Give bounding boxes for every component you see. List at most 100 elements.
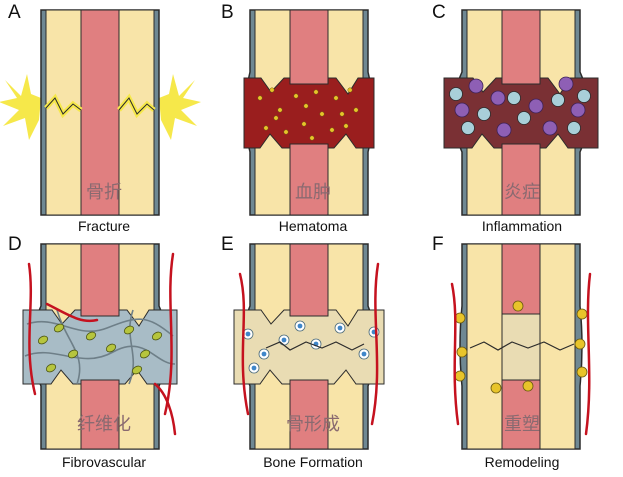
inflammation-neutrophil xyxy=(507,91,521,105)
hematoma-granule xyxy=(339,111,345,117)
remodeling-osteoclast xyxy=(456,346,468,358)
inflammation-macrophage xyxy=(496,122,512,138)
inflammation-neutrophil xyxy=(551,93,565,107)
fibrovascular-fibroblast xyxy=(139,349,151,359)
caption-inflammation: Inflammation xyxy=(481,218,563,234)
inflammation-neutrophil xyxy=(517,111,531,125)
hematoma-granule xyxy=(263,125,269,131)
bone-formation-nucleus xyxy=(361,351,367,357)
fibrovascular-fiber xyxy=(128,309,135,385)
inflammation-neutrophil xyxy=(577,89,591,103)
inflammation-macrophage xyxy=(490,90,506,106)
hematoma-granule xyxy=(283,129,289,135)
hematoma-granule xyxy=(333,95,339,101)
hematoma-granule xyxy=(257,95,263,101)
panel-letter-e: E xyxy=(221,234,234,255)
bone-formation-blood-vessel xyxy=(370,262,380,426)
inflammation-macrophage xyxy=(528,98,544,114)
caption-fibrovascular: Fibrovascular xyxy=(61,454,147,470)
inflammation-macrophage xyxy=(570,102,586,118)
bone-formation-nucleus xyxy=(337,325,343,331)
fibrovascular-blood-vessel xyxy=(27,262,37,396)
chinese-label-inflammation: 炎症 xyxy=(504,182,540,203)
hematoma-granule xyxy=(301,121,307,127)
panel-letter-b: B xyxy=(221,2,234,23)
fibrovascular-fibroblast xyxy=(53,323,65,333)
fracture-flash-right xyxy=(159,74,201,140)
hematoma-gap xyxy=(243,77,375,149)
caption-fracture: Fracture xyxy=(77,218,131,234)
panel-remodeling xyxy=(450,243,592,450)
caption-hematoma: Hematoma xyxy=(278,218,348,234)
hematoma-granule xyxy=(277,107,283,113)
inflammation-macrophage xyxy=(558,76,574,92)
panel-letter-c: C xyxy=(432,2,446,23)
hematoma-granule xyxy=(269,87,275,93)
fracture-flash-left xyxy=(0,74,41,140)
remodeling-blood-vessel xyxy=(450,282,460,426)
remodeling-osteoclast xyxy=(576,308,588,320)
chinese-label-bone-formation: 骨形成 xyxy=(286,414,340,435)
remodeling-osteoclast xyxy=(574,338,586,350)
fibrovascular-fiber xyxy=(26,318,174,337)
hematoma-granule xyxy=(353,107,359,113)
remodeling-osteoclast xyxy=(490,382,502,394)
remodeling-osteoclast xyxy=(512,300,524,312)
remodeling-osteoclast xyxy=(454,370,466,382)
inflammation-neutrophil xyxy=(461,121,475,135)
inflammation-neutrophil xyxy=(477,107,491,121)
chinese-label-remodeling: 重塑 xyxy=(504,414,540,435)
remodeling-line xyxy=(469,341,575,351)
fibrovascular-fibroblast xyxy=(85,331,97,341)
hematoma-granule xyxy=(329,127,335,133)
fracture-marrow xyxy=(80,9,120,216)
fibrovascular-fibroblast xyxy=(131,365,143,375)
hematoma-granule xyxy=(319,111,325,117)
hematoma-granule xyxy=(343,123,349,129)
inflammation-macrophage xyxy=(542,120,558,136)
caption-bone-formation: Bone Formation xyxy=(263,454,363,470)
hematoma-granule xyxy=(293,93,299,99)
inflammation-macrophage xyxy=(454,102,470,118)
bone-formation-gap xyxy=(233,309,385,385)
fibrovascular-fibroblast xyxy=(67,349,79,359)
fibrovascular-fibroblast xyxy=(123,325,135,335)
chinese-label-hematoma: 血肿 xyxy=(295,182,331,203)
bone-formation-nucleus xyxy=(281,337,287,343)
fibrovascular-blood-vessel xyxy=(153,382,177,436)
hematoma-granule xyxy=(273,115,279,121)
fracture-crack-left-edge xyxy=(45,97,82,115)
inflammation-neutrophil xyxy=(449,87,463,101)
bone-formation-nucleus xyxy=(251,365,257,371)
panel-fibrovascular xyxy=(22,243,178,450)
bone-formation-nucleus xyxy=(261,351,267,357)
hematoma-granule xyxy=(347,87,353,93)
panel-bone-formation xyxy=(233,243,385,450)
inflammation-neutrophil xyxy=(567,121,581,135)
fibrovascular-fibroblast xyxy=(45,363,57,373)
remodeling-osteoclast xyxy=(522,380,534,392)
bone-formation-woven-line xyxy=(265,341,365,351)
caption-remodeling: Remodeling xyxy=(484,454,560,470)
panel-letter-a: A xyxy=(8,2,21,23)
bone-formation-nucleus xyxy=(297,323,303,329)
fracture-crack-right-edge xyxy=(118,97,155,115)
panel-fracture xyxy=(0,9,201,216)
fibrovascular-fiber xyxy=(24,345,176,365)
hematoma-granule xyxy=(303,103,309,109)
panel-letter-f: F xyxy=(432,234,444,255)
fibrovascular-fibroblast xyxy=(37,335,49,345)
fibrovascular-blood-vessel xyxy=(163,252,175,416)
remodeling-callus xyxy=(501,313,541,381)
hematoma-granule xyxy=(313,89,319,95)
fibrovascular-fiber xyxy=(56,309,81,385)
remodeling-osteoclast xyxy=(576,366,588,378)
bone-formation-nucleus xyxy=(245,331,251,337)
chinese-label-fibrovascular: 纤维化 xyxy=(77,414,131,435)
bone-formation-blood-vessel xyxy=(238,272,250,416)
chinese-label-fracture: 骨折 xyxy=(86,182,122,203)
inflammation-macrophage xyxy=(468,78,484,94)
fibrovascular-blood-vessel xyxy=(45,302,99,323)
